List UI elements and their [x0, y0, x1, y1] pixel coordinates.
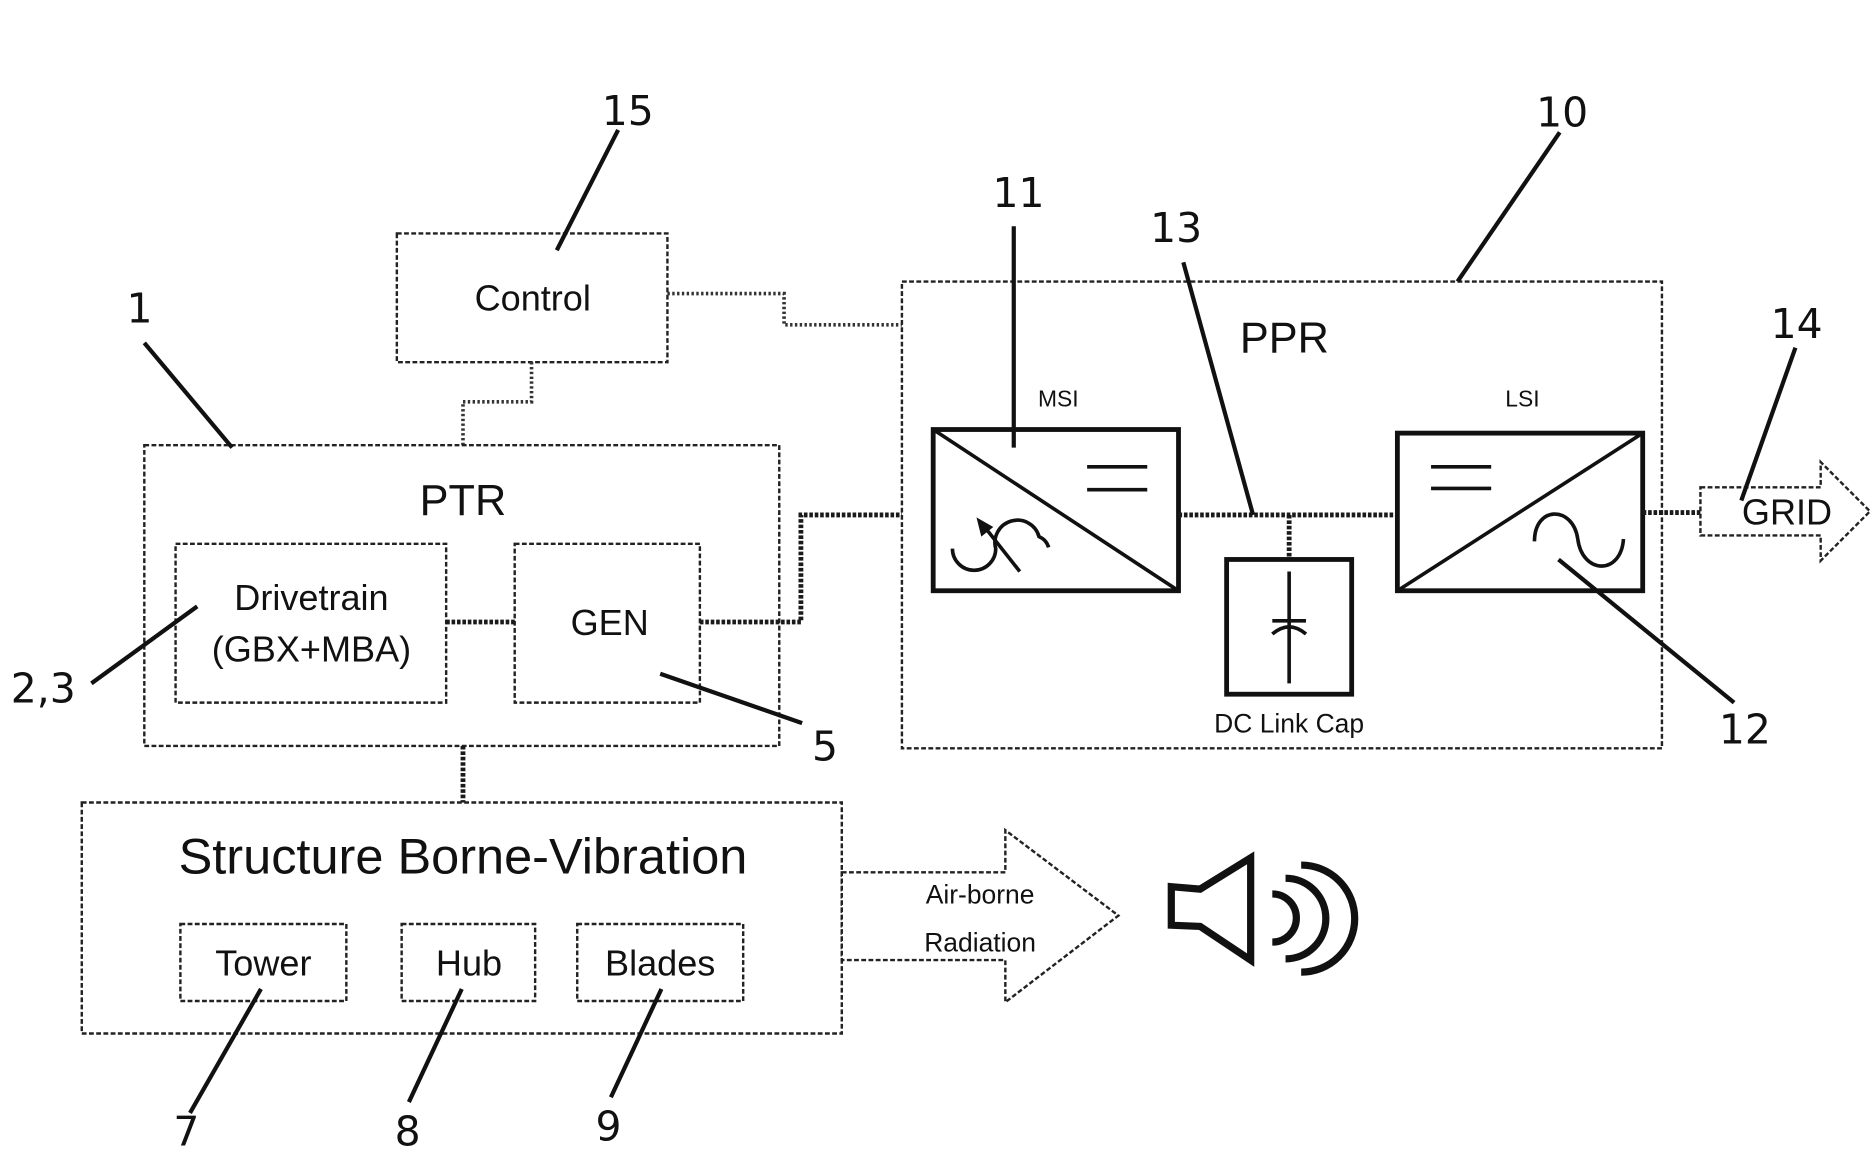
leader-8: [409, 989, 462, 1102]
control-label: Control: [475, 277, 591, 318]
leader-5: [660, 674, 802, 723]
radiation-label: Radiation: [924, 928, 1036, 958]
dc-equals-icon: [1087, 467, 1147, 490]
leader-14: [1741, 348, 1795, 501]
msi-label: MSI: [1038, 386, 1079, 412]
leader-7: [190, 989, 261, 1113]
leader-10: [1458, 132, 1560, 281]
ref-13: 13: [1150, 204, 1202, 252]
ptr-block: PTR Drivetrain (GBX+MBA) GEN: [144, 445, 779, 746]
ref-11: 11: [993, 169, 1045, 217]
drivetrain-sublabel: (GBX+MBA): [212, 629, 411, 670]
ref-12: 12: [1719, 706, 1771, 754]
capacitor-icon: [1272, 571, 1306, 683]
structure-label: Structure Borne-Vibration: [179, 827, 748, 884]
dc-equals-icon: [1431, 467, 1491, 489]
ref-8: 8: [395, 1107, 421, 1149]
grid-arrow: GRID: [1700, 462, 1870, 561]
dc-link-cap-label: DC Link Cap: [1214, 709, 1364, 739]
ref-1: 1: [126, 284, 152, 332]
sine-wave-icon: [1534, 514, 1623, 566]
leader-1: [144, 343, 232, 448]
leader-12: [1559, 559, 1735, 702]
hub-label: Hub: [436, 943, 502, 984]
control-to-ppr-signal: [667, 294, 902, 325]
gen-to-msi-wire: [700, 515, 902, 622]
tower-label: Tower: [215, 943, 311, 984]
ptr-label: PTR: [420, 477, 507, 525]
lsi-label: LSI: [1505, 386, 1539, 412]
leader-9: [611, 989, 662, 1097]
msi-diagonal: [933, 430, 1178, 591]
reference-numerals: 15 10 11 13 14 1 2,3 5 12 7 8 9: [11, 87, 1823, 1149]
ref-9: 9: [595, 1103, 621, 1149]
ref-5: 5: [812, 722, 838, 770]
ref-7: 7: [173, 1107, 199, 1149]
drivetrain-box: [176, 544, 447, 703]
structure-block: Structure Borne-Vibration Tower Hub Blad…: [82, 802, 842, 1033]
blades-label: Blades: [605, 943, 715, 984]
airborne-label: Air-borne: [926, 880, 1035, 910]
ref-15: 15: [602, 87, 654, 135]
control-block: Control: [397, 233, 668, 362]
ref-2-3: 2,3: [11, 665, 76, 713]
leader-13: [1183, 262, 1253, 515]
grid-label: GRID: [1742, 492, 1832, 533]
drivetrain-label: Drivetrain: [234, 577, 388, 618]
control-to-ptr-signal: [463, 362, 532, 445]
ref-10: 10: [1536, 88, 1588, 136]
ref-14: 14: [1771, 300, 1823, 348]
airborne-radiation-arrow: Air-borne Radiation: [842, 830, 1119, 1002]
ac-rotating-machine-icon: [952, 517, 1048, 571]
gen-label: GEN: [571, 602, 649, 643]
speaker-sound-icon: [1171, 858, 1354, 972]
ppr-block: PPR MSI DC Link Cap LSI: [902, 282, 1662, 749]
ppr-label: PPR: [1240, 315, 1329, 363]
